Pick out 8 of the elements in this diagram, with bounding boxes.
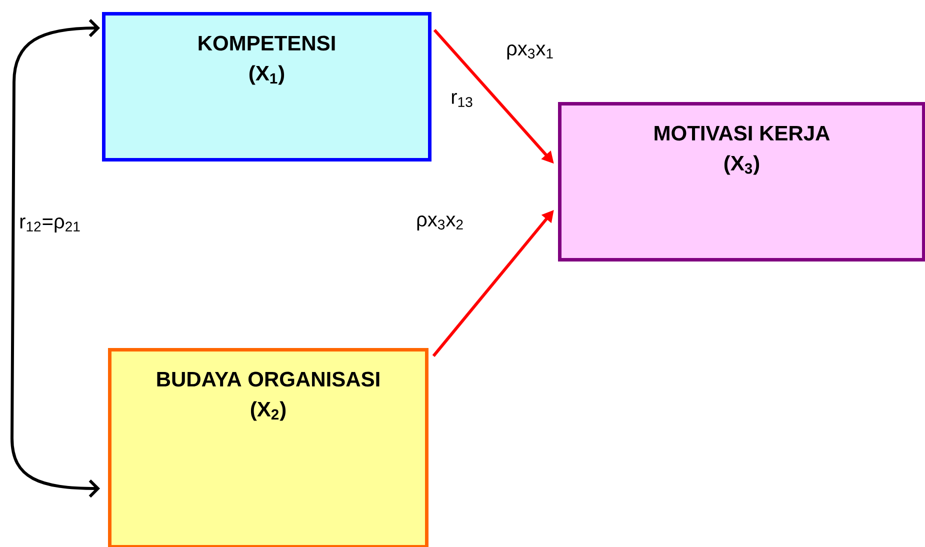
variable-box: BUDAYA ORGANISASI (X$_{2}$) <box>108 348 428 547</box>
variable-box: MOTIVASI KERJA (X$_{3}$) <box>558 102 925 262</box>
coefficient-label: r$_{12}$=ρ$_{21}$ <box>20 218 80 232</box>
coefficient-label: ρx$_{3}$x$_{2}$ <box>417 216 463 230</box>
coefficient-label: ρx$_{3}$x$_{1}$ <box>507 44 553 60</box>
coefficient-label: r$_{13}$ <box>452 93 472 108</box>
arrow <box>10 18 100 498</box>
variable-box: KOMPETENSI (X$_{1}$) <box>102 12 432 162</box>
